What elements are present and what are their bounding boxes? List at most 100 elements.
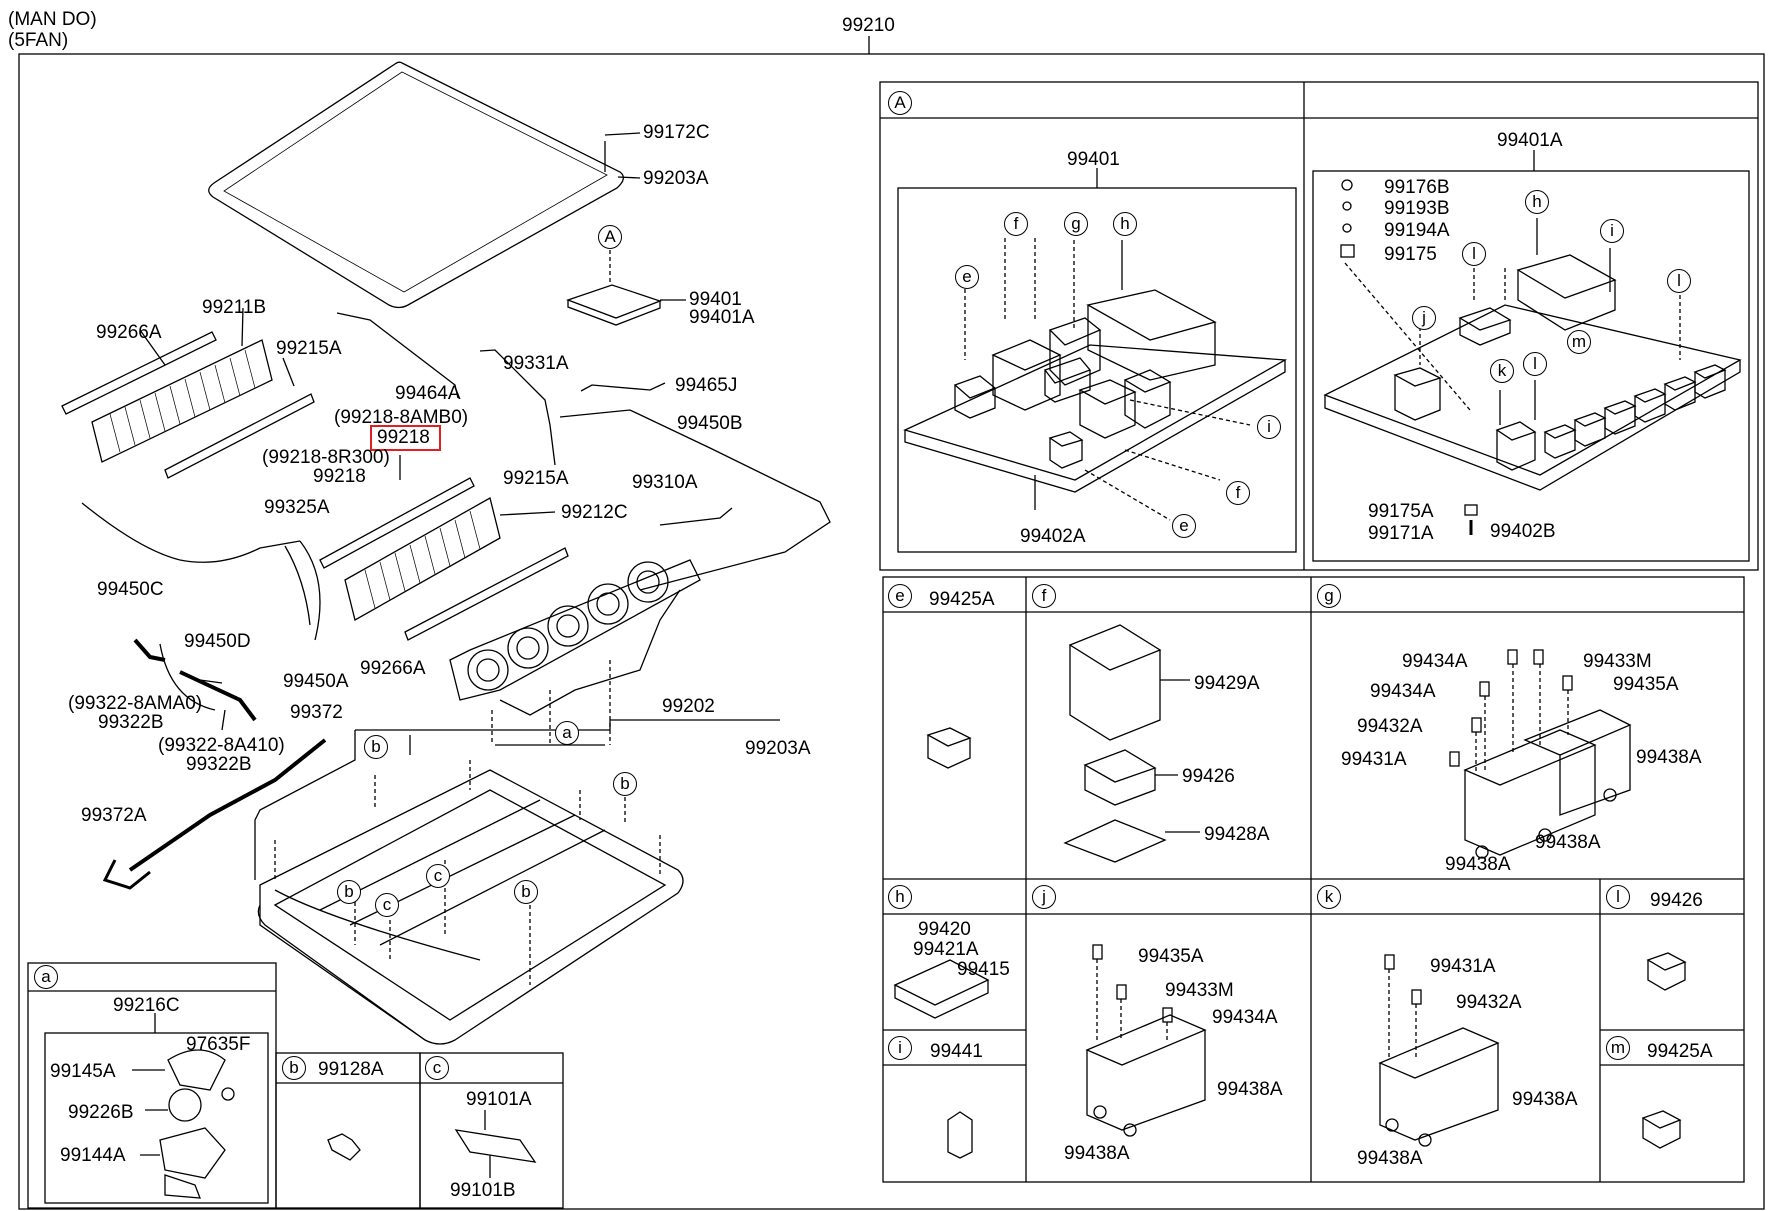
part-label-99215A-mid[interactable]: 99215A [503, 468, 569, 489]
assembly-label[interactable]: 99210 [842, 15, 895, 36]
callout-a-main[interactable]: a [555, 721, 579, 745]
part-label-99438A-k2[interactable]: 99438A [1357, 1148, 1423, 1169]
callout-e-left-2[interactable]: e [1172, 514, 1196, 538]
callout-l-right-2[interactable]: l [1667, 269, 1691, 293]
part-label-99325A[interactable]: 99325A [264, 497, 330, 518]
callout-h-right[interactable]: h [1525, 190, 1549, 214]
part-label-99226B[interactable]: 99226B [68, 1102, 134, 1123]
part-label-99175A[interactable]: 99175A [1368, 501, 1434, 522]
callout-f-left[interactable]: f [1004, 212, 1028, 236]
part-label-99428A[interactable]: 99428A [1204, 824, 1270, 845]
part-label-99435A-g[interactable]: 99435A [1613, 674, 1679, 695]
relay-left-title[interactable]: 99401 [1067, 149, 1120, 170]
part-label-99266A-mid[interactable]: 99266A [360, 658, 426, 679]
part-label-99144A[interactable]: 99144A [60, 1145, 126, 1166]
part-label-99203A-top[interactable]: 99203A [643, 168, 709, 189]
part-label-99128A[interactable]: 99128A [318, 1059, 384, 1080]
part-label-99402B[interactable]: 99402B [1490, 521, 1556, 542]
callout-g-left[interactable]: g [1064, 212, 1088, 236]
part-label-99450A[interactable]: 99450A [283, 671, 349, 692]
part-label-99450C[interactable]: 99450C [97, 579, 164, 600]
callout-c-1[interactable]: c [426, 864, 450, 888]
part-label-99402A[interactable]: 99402A [1020, 526, 1086, 547]
part-label-99441[interactable]: 99441 [930, 1041, 983, 1062]
callout-b-4[interactable]: b [514, 880, 538, 904]
part-label-99193B[interactable]: 99193B [1384, 198, 1450, 219]
callout-A-main[interactable]: A [598, 225, 622, 249]
part-label-99434A-j[interactable]: 99434A [1212, 1007, 1278, 1028]
part-label-99433M-j[interactable]: 99433M [1165, 980, 1234, 1001]
relay-right-title[interactable]: 99401A [1497, 130, 1563, 151]
part-label-99310A[interactable]: 99310A [632, 472, 698, 493]
part-label-99432A-k[interactable]: 99432A [1456, 992, 1522, 1013]
part-label-99218[interactable]: 99218 [313, 466, 366, 487]
callout-k-right[interactable]: k [1490, 359, 1514, 383]
callout-i-left[interactable]: i [1257, 415, 1281, 439]
part-label-99438A-k1[interactable]: 99438A [1512, 1089, 1578, 1110]
part-label-99372[interactable]: 99372 [290, 702, 343, 723]
part-label-99429A[interactable]: 99429A [1194, 673, 1260, 694]
part-label-99438A-g3[interactable]: 99438A [1445, 854, 1511, 875]
part-label-99438A-j2[interactable]: 99438A [1064, 1143, 1130, 1164]
part-label-99218-selected[interactable]: 99218 [377, 427, 430, 448]
part-label-99435A-j[interactable]: 99435A [1138, 946, 1204, 967]
alt-part-99322-8AMA0[interactable]: (99322-8AMA0) [68, 693, 203, 714]
part-label-99465J[interactable]: 99465J [675, 375, 738, 396]
part-label-99420[interactable]: 99420 [918, 919, 971, 940]
part-label-99331A[interactable]: 99331A [503, 353, 569, 374]
part-label-99401[interactable]: 99401 [689, 289, 742, 310]
callout-l-right-3[interactable]: l [1523, 352, 1547, 376]
part-label-99431A-g[interactable]: 99431A [1341, 749, 1407, 770]
part-label-99464A[interactable]: 99464A [395, 383, 461, 404]
part-label-99172C[interactable]: 99172C [643, 122, 710, 143]
part-label-99432A-g[interactable]: 99432A [1357, 716, 1423, 737]
part-label-99322B-2[interactable]: 99322B [186, 754, 252, 775]
part-label-99322B-1[interactable]: 99322B [98, 712, 164, 733]
callout-h-left[interactable]: h [1113, 212, 1137, 236]
callout-l-right-1[interactable]: l [1462, 242, 1486, 266]
callout-m-right[interactable]: m [1567, 330, 1591, 354]
part-label-99426-f[interactable]: 99426 [1182, 766, 1235, 787]
part-label-99415[interactable]: 99415 [957, 959, 1010, 980]
part-label-99434A-g1[interactable]: 99434A [1402, 651, 1468, 672]
callout-i-right[interactable]: i [1600, 219, 1624, 243]
part-label-99175[interactable]: 99175 [1384, 244, 1437, 265]
part-label-99171A[interactable]: 99171A [1368, 523, 1434, 544]
part-label-99215A-top[interactable]: 99215A [276, 338, 342, 359]
part-label-99450D[interactable]: 99450D [184, 631, 251, 652]
part-label-99202[interactable]: 99202 [662, 696, 715, 717]
part-label-99438A-j1[interactable]: 99438A [1217, 1079, 1283, 1100]
callout-f-left-2[interactable]: f [1226, 481, 1250, 505]
callout-j-right[interactable]: j [1412, 306, 1436, 330]
part-label-99194A[interactable]: 99194A [1384, 220, 1450, 241]
part-label-99438A-g1[interactable]: 99438A [1636, 747, 1702, 768]
callout-b-3[interactable]: b [337, 880, 361, 904]
callout-e-left[interactable]: e [955, 265, 979, 289]
alt-part-99218-8AMB0[interactable]: (99218-8AMB0) [334, 407, 469, 428]
part-label-99266A-left[interactable]: 99266A [96, 322, 162, 343]
part-label-99450B[interactable]: 99450B [677, 413, 743, 434]
panel-a-title[interactable]: 99216C [113, 995, 180, 1016]
part-label-99421A[interactable]: 99421A [913, 939, 979, 960]
part-label-97635F[interactable]: 97635F [186, 1034, 251, 1055]
part-label-99438A-g2[interactable]: 99438A [1535, 832, 1601, 853]
part-label-99434A-g2[interactable]: 99434A [1370, 681, 1436, 702]
part-label-99372A[interactable]: 99372A [81, 805, 147, 826]
callout-c-2[interactable]: c [375, 893, 399, 917]
part-label-99101B[interactable]: 99101B [450, 1180, 516, 1201]
part-label-99401A[interactable]: 99401A [689, 307, 755, 328]
alt-part-99218-8R300[interactable]: (99218-8R300) [262, 447, 390, 468]
callout-b-1[interactable]: b [364, 735, 388, 759]
part-label-99211B[interactable]: 99211B [202, 297, 267, 318]
detail-e-part[interactable]: 99425A [929, 589, 995, 610]
part-label-99176B[interactable]: 99176B [1384, 177, 1450, 198]
part-label-99145A[interactable]: 99145A [50, 1061, 116, 1082]
part-label-99203A-bottom[interactable]: 99203A [745, 738, 811, 759]
part-label-99433M-g[interactable]: 99433M [1583, 651, 1652, 672]
part-label-99212C[interactable]: 99212C [561, 502, 628, 523]
part-label-99426-l[interactable]: 99426 [1650, 890, 1703, 911]
part-label-99101A[interactable]: 99101A [466, 1089, 532, 1110]
part-label-99431A-k[interactable]: 99431A [1430, 956, 1496, 977]
part-label-99425A-m[interactable]: 99425A [1647, 1041, 1713, 1062]
alt-part-99322-8A410[interactable]: (99322-8A410) [158, 735, 285, 756]
